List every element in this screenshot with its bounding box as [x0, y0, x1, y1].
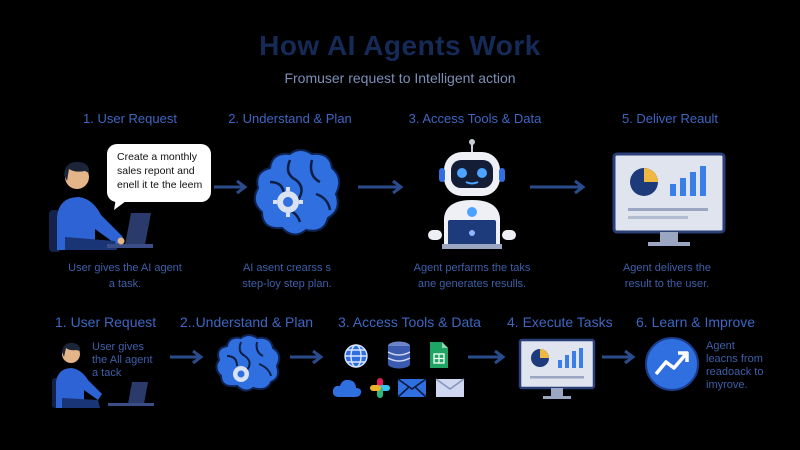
bubble-line-3: enell it te the leem [117, 179, 203, 191]
caption-line: User gives [92, 341, 144, 353]
robot-icon [428, 139, 516, 249]
caption-line: Agent delivers the [622, 262, 712, 274]
speech-bubble: Create a monthly sales repont and enell … [107, 144, 211, 202]
arrow-right-icon [358, 179, 404, 195]
monitor-chart-icon [612, 152, 726, 246]
caption-line: readoack to [706, 366, 764, 378]
globe-icon [344, 344, 368, 368]
arrow-right-icon [602, 349, 636, 365]
caption-line: Agent perfarms the taks [413, 262, 531, 274]
caption-line: imyrove. [706, 379, 748, 391]
caption-line: User gives the AI agent [68, 262, 182, 274]
caption-line: a task. [108, 278, 142, 290]
top-step-3-label: 3. Access Tools & Data [408, 111, 542, 126]
caption-line: a tack [92, 367, 122, 379]
database-icon [387, 341, 411, 369]
caption-line: AI asent crearss s [242, 262, 332, 274]
slack-icon [370, 378, 390, 398]
caption-line: ane generates resulls. [417, 278, 527, 290]
page-title: How AI Agents Work [259, 30, 541, 61]
caption-line: step-loy step plan. [242, 278, 332, 290]
monitor-chart-icon [518, 338, 596, 399]
user-laptop-icon [49, 161, 153, 252]
bubble-line-2: sales repont and [117, 165, 195, 177]
bottom-step-6-label: 6. Learn & Improve [636, 314, 756, 330]
brain-gear-icon [215, 334, 281, 392]
sheet-icon [430, 342, 448, 368]
bubble-line-1: Create a monthly [117, 151, 197, 163]
user-laptop-icon [52, 342, 154, 408]
arrow-right-icon [468, 349, 506, 365]
bottom-step-1-label: 1. User Request [55, 314, 157, 330]
top-step-2-label: 2. Understand & Plan [228, 111, 352, 126]
bottom-step-1-caption: User gives the All agent a tack [92, 341, 153, 380]
email-icon [435, 378, 465, 397]
growth-icon [645, 337, 699, 391]
caption-line: leacns from [706, 353, 763, 365]
caption-line: Agent [706, 340, 735, 352]
caption-line: result to the user. [624, 278, 710, 290]
top-step-1-caption: User gives the AI agent a task. [40, 260, 210, 292]
arrow-right-icon [530, 179, 586, 195]
email-icon [397, 378, 427, 398]
bottom-step-4-label: 4. Execute Tasks [507, 314, 613, 330]
bottom-step-6-caption: Agent leacns from readoack to imyrove. [706, 340, 763, 392]
speech-bubble-tail [114, 198, 130, 210]
caption-line: the All agent [92, 354, 153, 366]
top-step-5-label: 5. Deliver Reault [621, 111, 719, 126]
top-step-3-caption: Agent perfarms the taks ane generates re… [392, 260, 552, 292]
top-step-1-label: 1. User Request [83, 111, 177, 126]
page-subtitle: Fromuser request to Intelligent action [284, 70, 516, 86]
cloud-icon [332, 379, 362, 397]
brain-gear-icon [253, 149, 341, 236]
arrow-right-icon [290, 349, 324, 365]
top-step-2-caption: AI asent crearss s step-loy step plan. [212, 260, 362, 292]
arrow-right-icon [214, 179, 248, 195]
bottom-step-2-label: 2..Understand & Plan [180, 314, 314, 330]
arrow-right-icon [170, 349, 204, 365]
bottom-step-3-label: 3. Access Tools & Data [338, 314, 481, 330]
top-step-5-caption: Agent delivers the result to the user. [592, 260, 742, 292]
